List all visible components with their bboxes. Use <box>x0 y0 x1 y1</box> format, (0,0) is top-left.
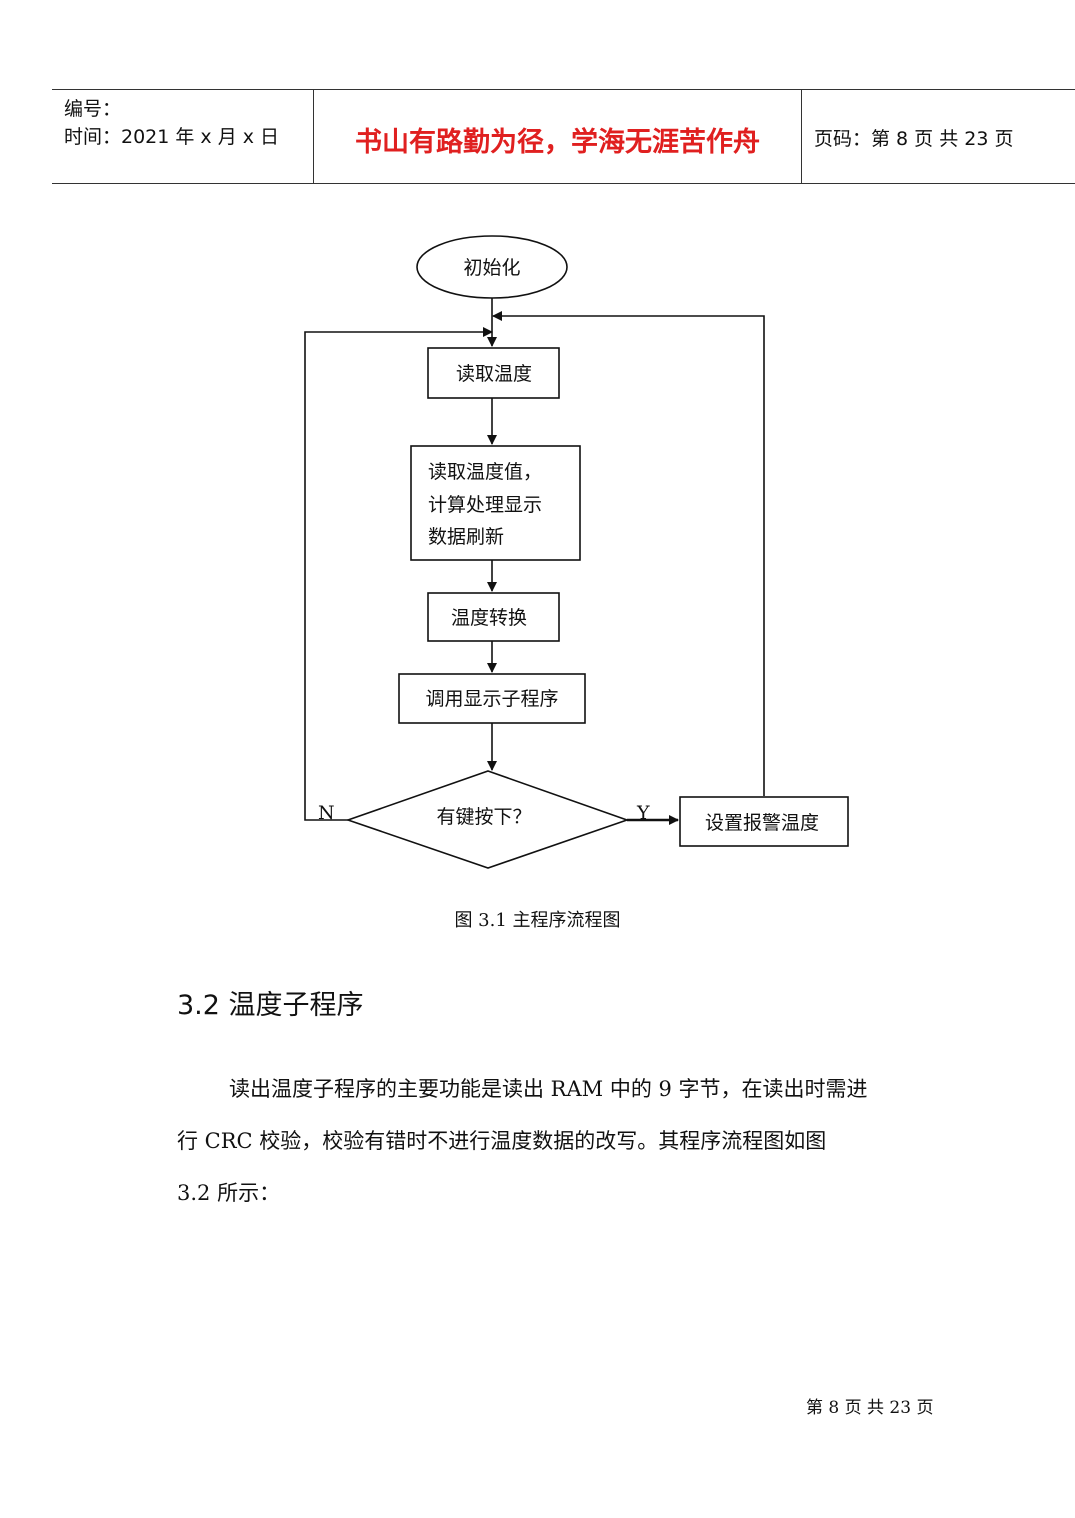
yes-branch-label: Y <box>636 802 650 824</box>
start-node-label: 初始化 <box>463 257 520 279</box>
convert-label: 温度转换 <box>451 607 527 629</box>
section-heading: 3.2 温度子程序 <box>177 990 364 1021</box>
body-paragraph: 读出温度子程序的主要功能是读出 RAM 中的 9 字节，在读出时需进 行 CRC… <box>177 1063 967 1219</box>
header-meta: 编号： 时间：2021 年 x 月 x 日 <box>52 90 313 183</box>
page-footer: 第 8 页 共 23 页 <box>806 1398 934 1418</box>
main-program-flowchart: 初始化 读取温度 读取温度值， 计算处理显示 数据刷新 温度转换 调用显示子程序… <box>304 235 849 869</box>
document-time-label: 时间：2021 年 x 月 x 日 <box>64 126 280 148</box>
edge-no-loop <box>304 327 493 821</box>
no-branch-label: N <box>318 802 335 824</box>
decision-diamond <box>345 770 630 869</box>
page-header: 编号： 时间：2021 年 x 月 x 日 书山有路勤为径，学海无涯苦作舟 页码… <box>52 89 1075 184</box>
header-motto: 书山有路勤为径，学海无涯苦作舟 <box>355 127 760 158</box>
display-label: 调用显示子程序 <box>425 688 558 710</box>
header-page-number: 页码：第 8 页 共 23 页 <box>814 128 1014 150</box>
display-box <box>398 673 586 724</box>
header-motto-cell: 书山有路勤为径，学海无涯苦作舟 <box>313 90 802 183</box>
paragraph-line-2: 行 CRC 校验，校验有错时不进行温度数据的改写。其程序流程图如图 <box>177 1129 827 1153</box>
process-line-2: 计算处理显示 <box>428 494 542 516</box>
read-temp-box <box>427 347 560 399</box>
convert-box <box>427 592 560 642</box>
process-line-3: 数据刷新 <box>428 526 504 548</box>
paragraph-line-1: 读出温度子程序的主要功能是读出 RAM 中的 9 字节，在读出时需进 <box>229 1077 868 1101</box>
process-box <box>410 445 581 561</box>
paragraph-line-3: 3.2 所示： <box>177 1181 281 1205</box>
header-page-cell: 页码：第 8 页 共 23 页 <box>802 90 1075 183</box>
alarm-label: 设置报警温度 <box>705 812 819 834</box>
decision-label: 有键按下？ <box>436 806 531 828</box>
document-number-label: 编号： <box>64 98 122 120</box>
read-temp-label: 读取温度 <box>456 363 532 385</box>
figure-caption: 图 3.1 主程序流程图 <box>454 910 621 931</box>
alarm-box <box>679 796 849 847</box>
process-line-1: 读取温度值， <box>428 461 542 483</box>
edge-alarm-loop <box>492 311 765 796</box>
